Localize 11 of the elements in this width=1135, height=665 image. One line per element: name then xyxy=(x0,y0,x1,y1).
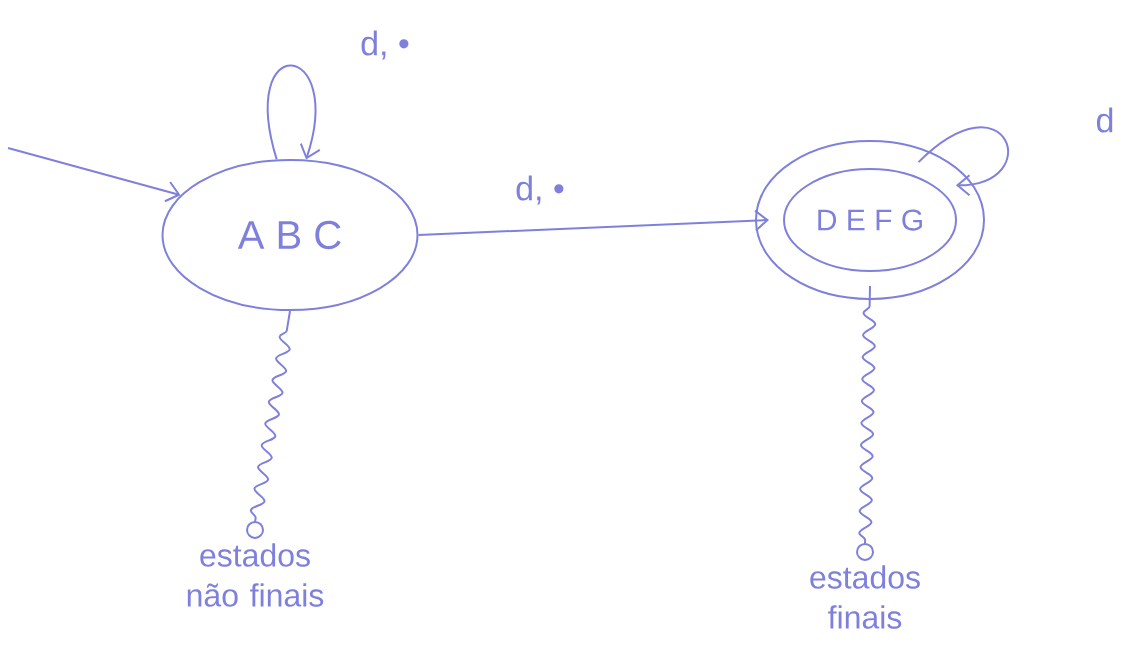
note-text: estados finais xyxy=(810,565,920,629)
arrow xyxy=(417,209,769,236)
edge-label: d xyxy=(1093,105,1117,135)
leader-line xyxy=(246,310,291,539)
leader-line xyxy=(856,285,877,561)
note-text: estados não finais xyxy=(187,543,324,607)
self-loop-arrow xyxy=(266,64,321,161)
arrow xyxy=(7,147,181,203)
self-loop-arrow xyxy=(917,126,1009,197)
edge-label: d, • xyxy=(513,173,567,207)
edge-label: d, • xyxy=(358,28,412,62)
